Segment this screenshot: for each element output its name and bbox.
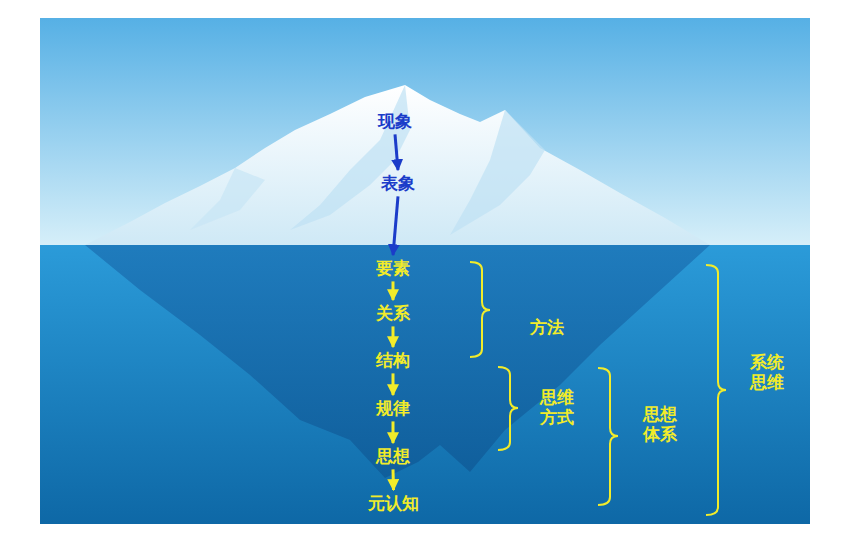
sea xyxy=(40,245,810,524)
bracket xyxy=(498,367,518,450)
flow-arrow xyxy=(395,134,398,170)
flow-arrow xyxy=(392,326,395,347)
concept-node: 规律 xyxy=(372,396,414,420)
bracket xyxy=(470,262,490,357)
concept-text: 思想 xyxy=(376,446,410,466)
ice-shade xyxy=(450,110,545,235)
flow-arrow xyxy=(393,196,398,255)
bracket xyxy=(598,368,618,505)
bracket-label: 系统思维 xyxy=(750,352,784,393)
ice-shade xyxy=(290,85,410,230)
concept-text: 结构 xyxy=(376,350,410,370)
concept-node: 关系 xyxy=(372,301,414,325)
flow-arrow xyxy=(392,281,395,300)
concept-text: 规律 xyxy=(376,398,410,418)
ice-shade xyxy=(190,168,265,230)
concept-text: 元认知 xyxy=(368,493,419,513)
concept-node: 思想 xyxy=(372,444,414,468)
bracket-label: 思维方式 xyxy=(540,387,574,428)
flow-arrow xyxy=(392,373,395,395)
bracket xyxy=(706,265,726,515)
bracket-label: 方法 xyxy=(530,317,564,337)
concept-text: 要素 xyxy=(376,258,410,278)
iceberg-top xyxy=(85,85,710,245)
concept-node: 现象 xyxy=(374,109,416,133)
flow-arrow xyxy=(392,421,395,443)
underwater-iceberg xyxy=(85,245,710,478)
concept-node: 结构 xyxy=(372,348,414,372)
concept-text: 表象 xyxy=(381,173,415,193)
sky xyxy=(40,18,810,246)
concept-node: 要素 xyxy=(372,256,414,280)
concept-text: 现象 xyxy=(378,111,412,131)
concept-node: 表象 xyxy=(377,171,419,195)
concept-node: 元认知 xyxy=(364,491,423,515)
bracket-label: 思想体系 xyxy=(643,404,677,445)
flow-arrow xyxy=(392,469,396,490)
concept-text: 关系 xyxy=(376,303,410,323)
